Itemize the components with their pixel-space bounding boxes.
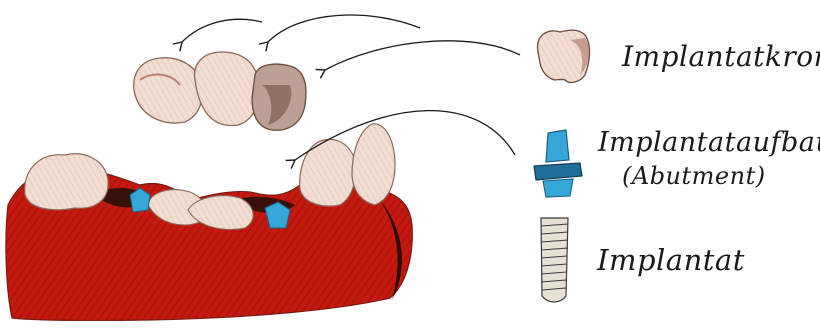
abutment-component [534, 130, 582, 197]
crown-component [538, 30, 590, 82]
implant-component [541, 218, 568, 302]
arrow-to-crown-2 [268, 15, 420, 42]
bridge-crowns [134, 52, 306, 130]
label-crown: Implantatkrone [622, 40, 820, 73]
label-abutment: Implantataufbau [598, 127, 820, 158]
label-implant: Implantat [597, 243, 745, 277]
arrow-to-crown-1 [182, 19, 262, 42]
label-abutment-sub: (Abutment) [622, 162, 766, 190]
arrow-crown-label [325, 41, 520, 70]
